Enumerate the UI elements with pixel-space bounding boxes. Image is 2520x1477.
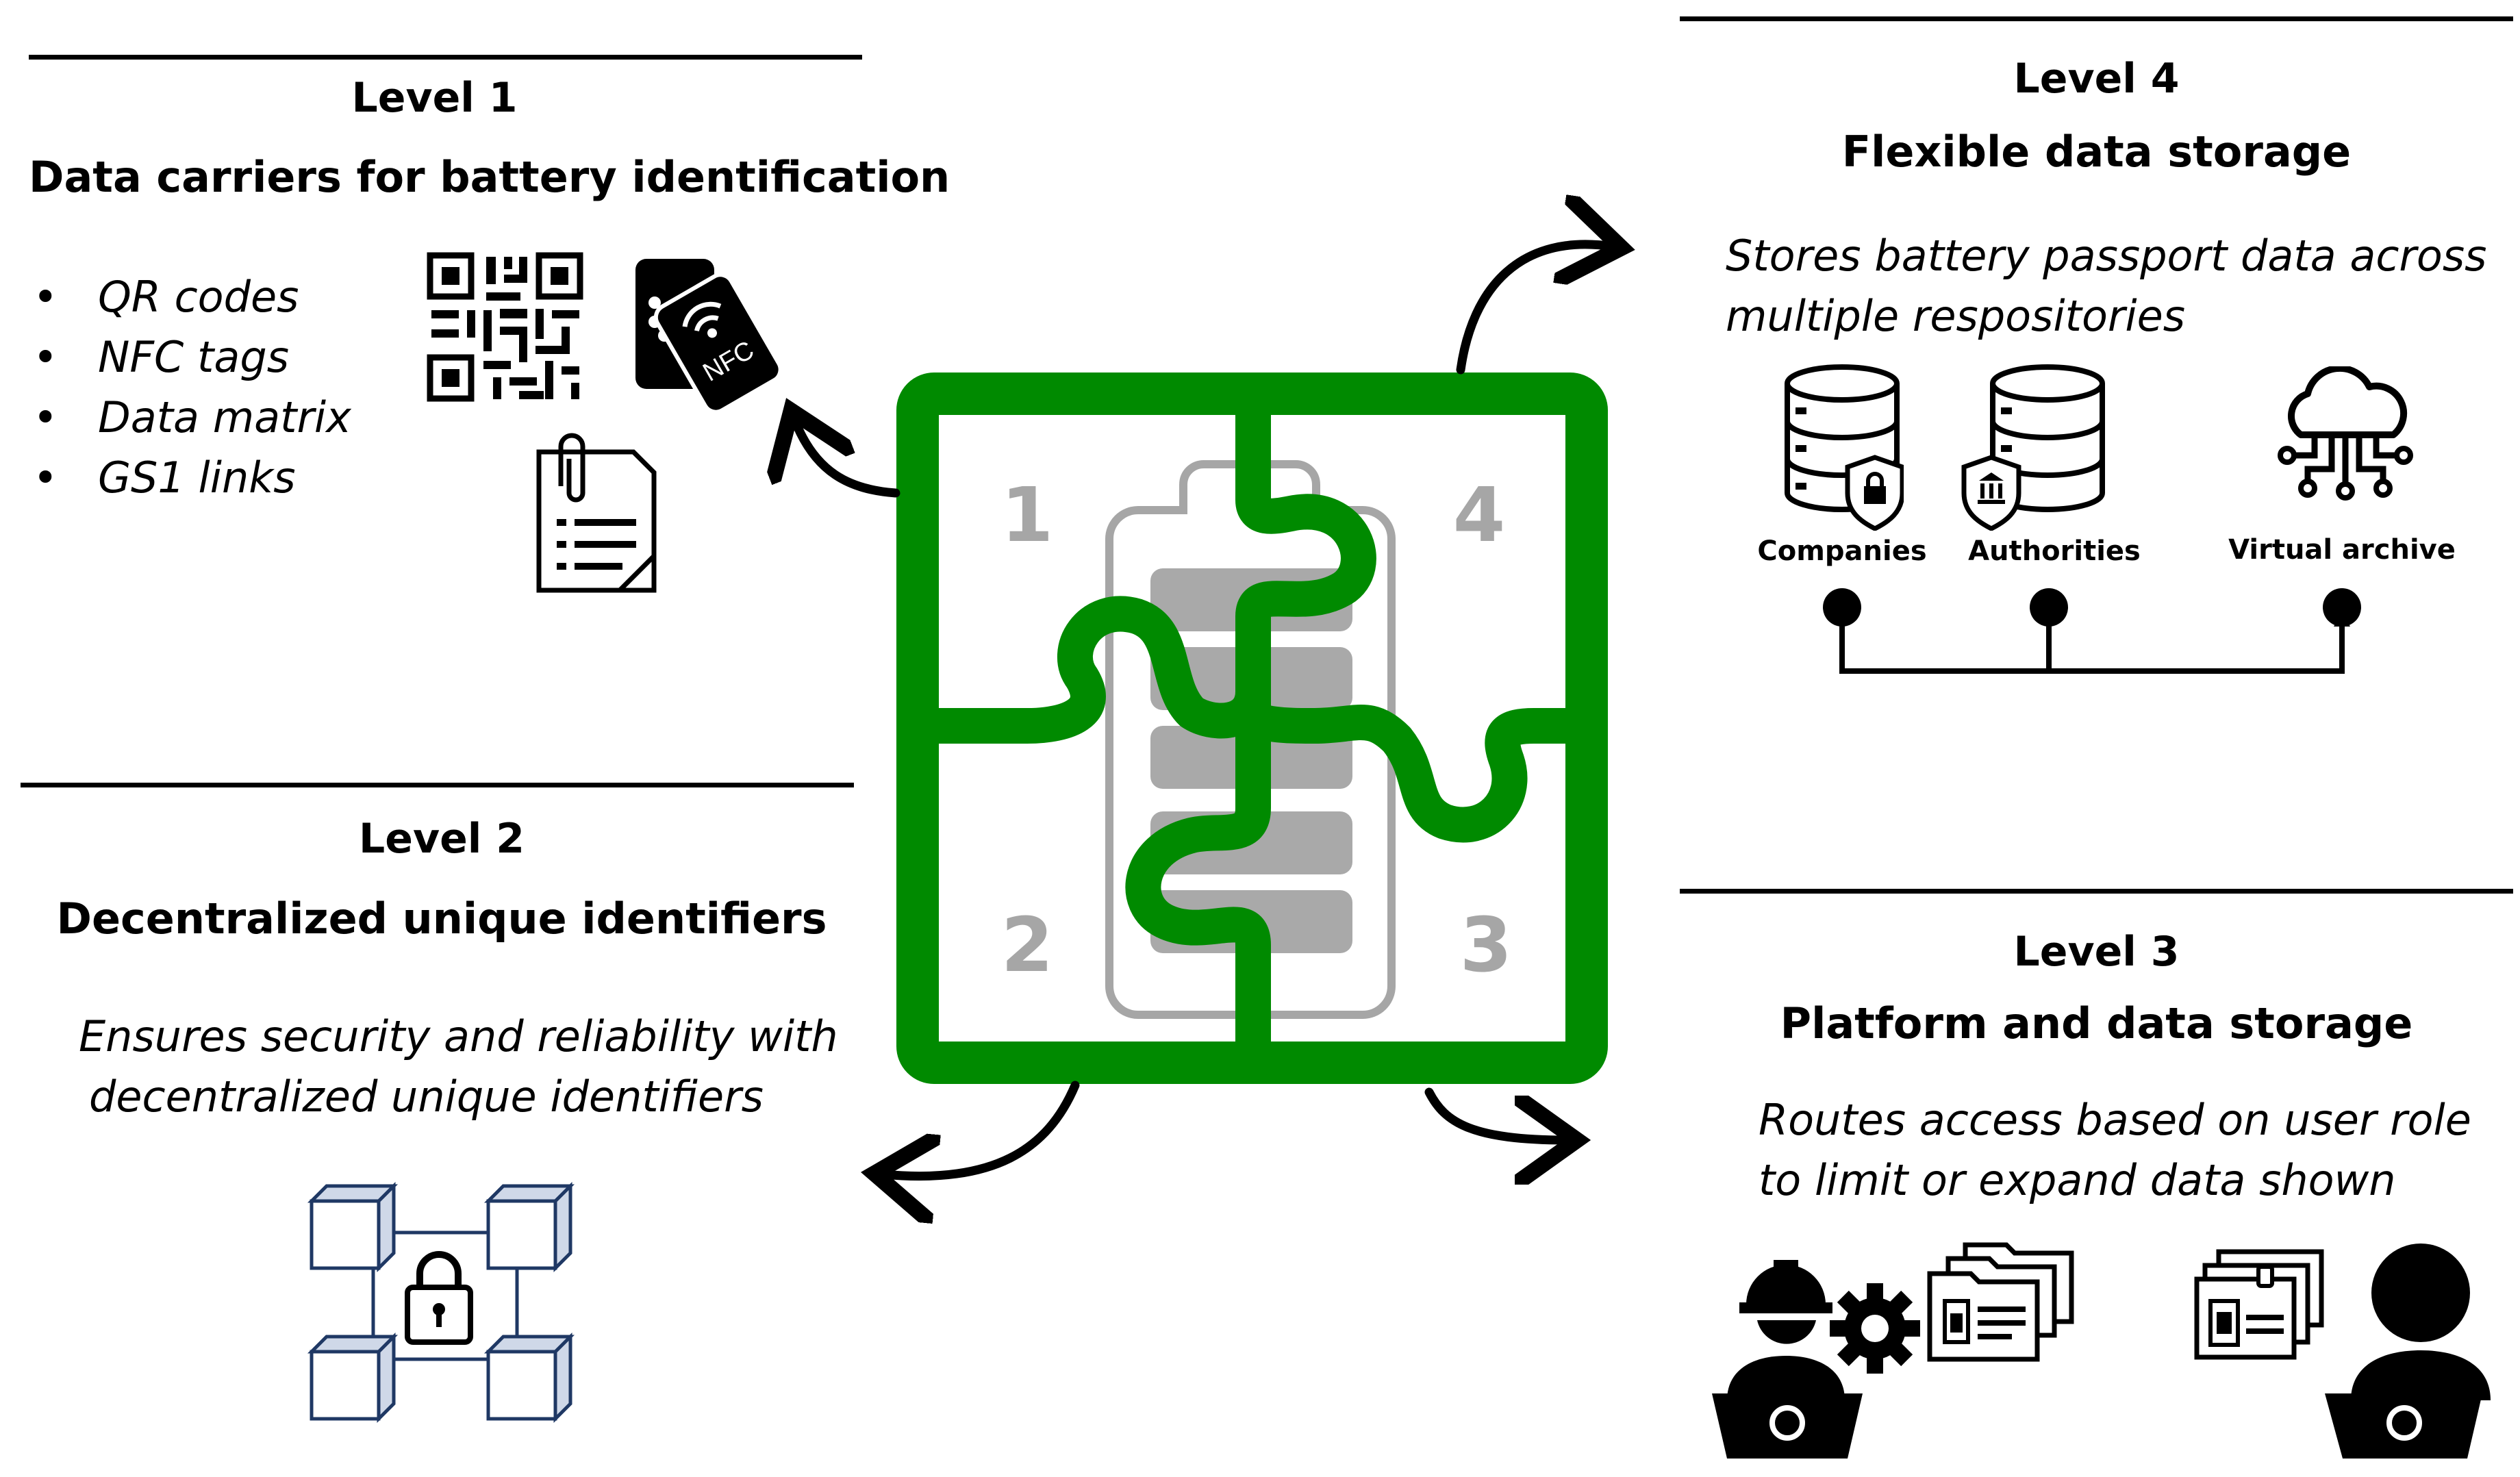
worker-icon	[1712, 1260, 1863, 1459]
puzzle-seams	[900, 376, 1604, 1081]
database-companies-icon	[1785, 364, 1904, 531]
arrow-level2	[883, 1081, 1080, 1176]
arrow-level3	[1424, 1087, 1568, 1140]
puzzle-number-1: 1	[1001, 471, 1054, 559]
arrow-level4	[1456, 244, 1613, 375]
level4-description-line2: multiple respositories	[1726, 291, 2186, 341]
lock-icon	[405, 1251, 473, 1345]
level4-title: Flexible data storage	[1841, 127, 2352, 177]
level3-title: Platform and data storage	[1780, 998, 2413, 1048]
level1-list: QR codes NFC tags Data matrix GS1 links	[33, 267, 351, 508]
list-item: QR codes	[33, 267, 351, 327]
id-folders-icon-user	[2194, 1249, 2324, 1360]
id-folders-icon-worker	[1927, 1242, 2074, 1362]
list-item: NFC tags	[33, 327, 351, 388]
gear-icon	[1830, 1283, 1920, 1374]
database-authorities-icon	[1961, 364, 2105, 531]
level1-title: Data carriers for battery identification	[29, 152, 950, 202]
puzzle-number-4: 4	[1453, 471, 1506, 559]
level3-description-line1: Routes access based on user role	[1759, 1095, 2471, 1145]
level4-rule	[1680, 16, 2513, 21]
level4-label: Level 4	[2013, 55, 2180, 103]
cube-icons	[307, 1181, 575, 1424]
level2-label: Level 2	[359, 815, 525, 863]
user-icon	[2325, 1244, 2491, 1459]
level3-label: Level 3	[2013, 928, 2180, 976]
blockchain-icon	[307, 1181, 575, 1424]
level1-rule	[29, 55, 862, 60]
level3-rule	[1680, 889, 2513, 894]
list-item: GS1 links	[33, 448, 351, 508]
qr-code-icon	[427, 252, 583, 402]
level2-description-line1: Ensures security and reliability with	[79, 1011, 838, 1061]
repository-label-authorities: Authorities	[1968, 535, 2141, 567]
document-icon	[536, 433, 657, 593]
arrow-level1	[794, 419, 900, 498]
level2-title: Decentralized unique identifiers	[56, 894, 827, 944]
repository-label-companies: Companies	[1757, 535, 1927, 567]
level2-description-line2: decentralized unique identifiers	[89, 1072, 764, 1122]
puzzle-number-2: 2	[1001, 901, 1054, 989]
cloud-archive-icon	[2278, 366, 2413, 501]
arrows	[794, 244, 1613, 1176]
level1-label: Level 1	[351, 74, 518, 122]
puzzle-number-3: 3	[1460, 901, 1513, 989]
repository-label-virtual-archive: Virtual archive	[2228, 534, 2456, 566]
level4-description-line1: Stores battery passport data across	[1726, 231, 2487, 281]
list-item: Data matrix	[33, 388, 351, 448]
nfc-card-icon: NFC	[635, 259, 781, 414]
level3-description-line2: to limit or expand data shown	[1759, 1155, 2396, 1205]
level2-rule	[21, 783, 854, 787]
repository-connector	[1823, 588, 2361, 674]
